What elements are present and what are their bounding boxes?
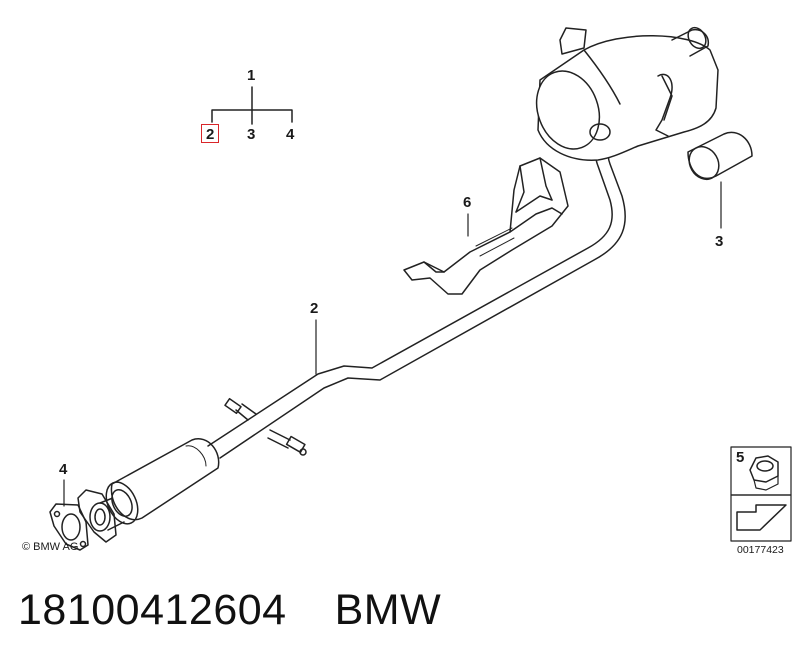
- document-number: 00177423: [737, 544, 784, 556]
- highlight-box: [201, 124, 219, 143]
- callout-1: 1: [247, 67, 256, 84]
- hierarchy-tree-lines: [211, 86, 293, 125]
- callout-nut[interactable]: 5: [736, 449, 745, 466]
- callout-tail-trim[interactable]: 3: [715, 233, 724, 250]
- part-number: 18100412604: [18, 586, 287, 634]
- tail-pipe-trim: [687, 131, 753, 181]
- catalog-marker: [730, 494, 792, 542]
- heat-shield: [403, 157, 569, 295]
- leader-lines: [63, 181, 722, 507]
- callout-pipe[interactable]: 2: [310, 300, 319, 317]
- callout-heat-shield[interactable]: 6: [463, 194, 472, 211]
- copyright-text: © BMW AG: [22, 541, 79, 553]
- footer-caption: 18100412604 BMW: [18, 586, 441, 635]
- callout-3-tree: 3: [247, 126, 256, 143]
- rear-muffler: [535, 26, 719, 161]
- callout-4-tree: 4: [286, 126, 295, 143]
- front-gasket: [49, 503, 89, 551]
- callout-gasket[interactable]: 4: [59, 461, 68, 478]
- brand-name: BMW: [334, 586, 442, 634]
- hanger-bolts: [224, 397, 307, 456]
- callout-2-highlighted[interactable]: 2: [206, 126, 215, 143]
- center-resonator: [105, 438, 220, 525]
- exhaust-diagram: [49, 26, 792, 551]
- front-flange: [77, 489, 117, 543]
